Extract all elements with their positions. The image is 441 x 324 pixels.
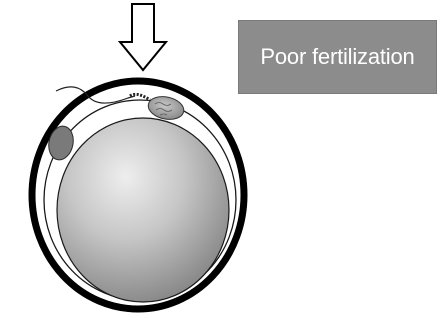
down-arrow-icon bbox=[120, 4, 166, 70]
label-box: Poor fertilization bbox=[238, 20, 437, 94]
label-text: Poor fertilization bbox=[260, 44, 414, 70]
oocyte bbox=[57, 118, 229, 302]
